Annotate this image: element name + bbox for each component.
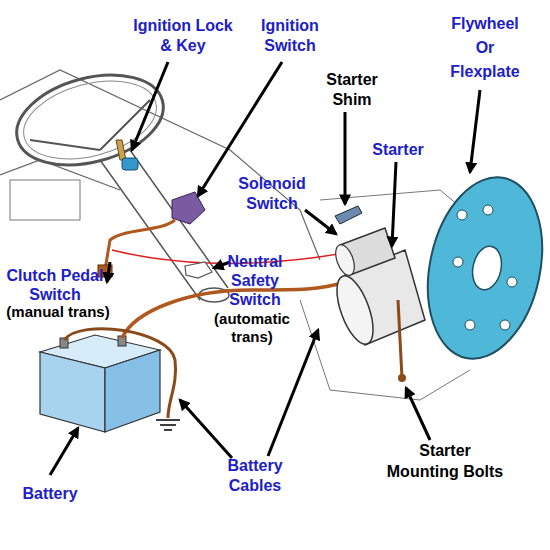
mounting-bolt <box>398 300 402 378</box>
part-label: Battery Cables <box>215 456 295 496</box>
leader-arrow <box>180 400 232 458</box>
battery-side <box>105 350 160 432</box>
part-label: (manual trans) <box>0 303 123 321</box>
solenoid-end <box>332 242 358 278</box>
flywheel-hole <box>500 320 510 330</box>
part-label: (automatic trans) <box>204 310 300 346</box>
leader-arrow <box>50 428 78 475</box>
leader-arrow <box>268 330 318 456</box>
flywheel <box>412 167 550 370</box>
part-label: Starter <box>358 140 438 160</box>
instrument-panel <box>10 180 80 220</box>
part-label: Flywheel Or Flexplate <box>443 12 527 84</box>
part-label: Neutral Safety Switch <box>215 252 295 309</box>
battery-front <box>40 352 105 432</box>
ground-cable <box>64 329 176 418</box>
starter-end <box>330 271 381 348</box>
leader-arrow <box>107 262 110 282</box>
neutral-safety-switch <box>185 262 212 278</box>
part-label: Ignition Lock & Key <box>133 16 233 56</box>
starter-shim <box>335 206 362 224</box>
flywheel-hole <box>465 320 475 330</box>
part-label: Battery <box>5 484 95 504</box>
part-label: Starter Mounting Bolts <box>382 440 508 482</box>
harness-wire <box>105 220 175 270</box>
steering-spoke <box>30 100 150 150</box>
part-label: Ignition Switch <box>245 16 335 56</box>
dashboard-line <box>0 70 320 260</box>
leader-arrow <box>344 112 347 204</box>
steering-column <box>100 150 228 300</box>
part-label: Clutch Pedal Switch <box>0 266 110 304</box>
flywheel-hole <box>507 277 517 287</box>
ignition-lock <box>122 158 138 170</box>
flywheel-hole <box>453 257 463 267</box>
ignition-switch <box>172 192 205 224</box>
leader-arrow <box>392 162 396 246</box>
ground-symbol <box>156 420 180 430</box>
ignition-key <box>116 140 126 160</box>
part-label: Solenoid Switch <box>227 174 317 214</box>
bolt-head <box>398 374 406 382</box>
steering-wheel-inner <box>15 68 165 173</box>
leader-arrow <box>406 388 430 440</box>
leader-arrow <box>470 90 480 172</box>
flywheel-hole <box>457 210 467 220</box>
leader-arrow <box>132 62 168 150</box>
leader-arrow <box>305 210 336 234</box>
steering-wheel <box>7 60 174 180</box>
part-label: Starter Shim <box>312 70 392 110</box>
flywheel-hole <box>483 205 493 215</box>
flywheel-hub <box>469 244 506 293</box>
